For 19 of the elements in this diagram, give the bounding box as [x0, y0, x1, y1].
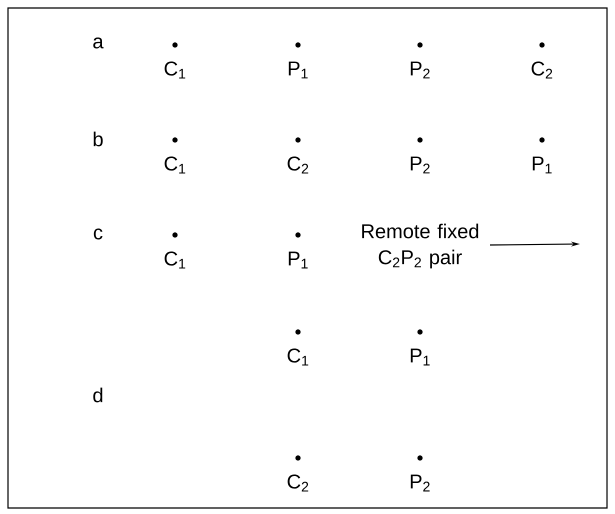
electrode-point: C$_{1}$ — [164, 137, 186, 174]
electrode-point: P$_{1}$ — [532, 137, 552, 174]
electrode-point: P$_{1}$ — [288, 232, 308, 268]
electrode-point: P$_{1}$ — [288, 42, 308, 78]
electrode-point: P$_{2}$ — [410, 137, 430, 174]
electrode-point: C$_{1}$ — [288, 329, 308, 366]
electrode-point: P$_{1}$ — [410, 329, 430, 366]
electrode-point: C$_{2}$ — [288, 455, 308, 492]
annotation-text: Remote fixed C$_{2}$P$_{2}$ pair — [362, 224, 478, 268]
row-letter: b — [94, 132, 103, 146]
electrode-point: C$_{1}$ — [164, 232, 186, 269]
row-letter: a — [93, 38, 104, 48]
row-letter: d — [93, 388, 102, 402]
electrode-point: C$_{2}$ — [288, 137, 308, 174]
electrode-point: C$_{2}$ — [532, 42, 552, 79]
electrode-point: P$_{2}$ — [410, 455, 430, 492]
electrode-point: P$_{2}$ — [410, 42, 430, 78]
row-letter: c — [94, 228, 102, 240]
electrode-point: C$_{1}$ — [164, 42, 186, 79]
